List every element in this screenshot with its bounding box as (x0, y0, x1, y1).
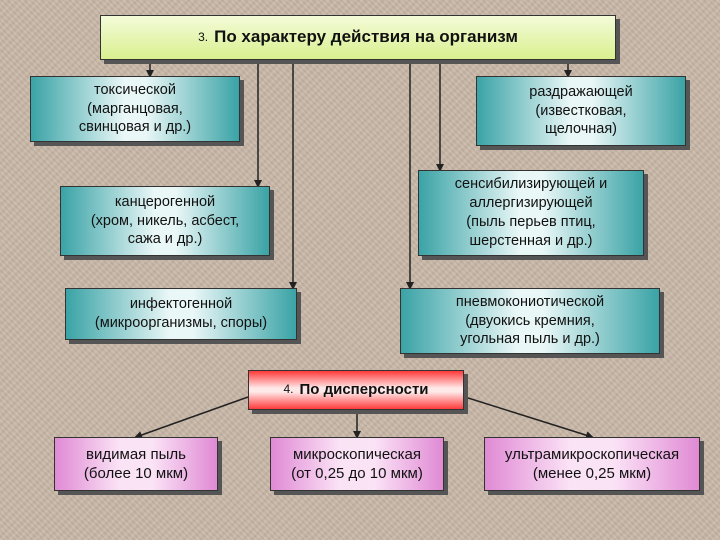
section-4-title: По дисперсности (299, 381, 429, 399)
node-infectogenic: инфектогенной (микроорганизмы, споры) (65, 288, 297, 340)
node-irritant: раздражающей (известковая, щелочная) (476, 76, 686, 146)
connector-ultramicroscopic (464, 396, 594, 440)
node-microscopic: микроскопическая (от 0,25 до 10 мкм) (270, 437, 444, 491)
connector-visible (134, 396, 249, 439)
node-carcinogenic: канцерогенной (хром, никель, асбест, саж… (60, 186, 270, 256)
node-toxic: токсической (марганцовая, свинцовая и др… (30, 76, 240, 142)
section-3-header: 3. По характеру действия на организм (100, 15, 616, 60)
node-pneumoconiotic: пневмокониотической (двуокись кремния, у… (400, 288, 660, 354)
section-3-number: 3. (198, 29, 209, 44)
node-ultramicroscopic: ультрамикроскопическая (менее 0,25 мкм) (484, 437, 700, 491)
section-4-header: 4. По дисперсности (248, 370, 464, 410)
section-4-number: 4. (283, 382, 294, 397)
node-sensitizing: сенсибилизирующей и аллергизирующей (пыл… (418, 170, 644, 256)
node-visible-dust: видимая пыль (более 10 мкм) (54, 437, 218, 491)
section-3-title: По характеру действия на организм (214, 27, 518, 47)
